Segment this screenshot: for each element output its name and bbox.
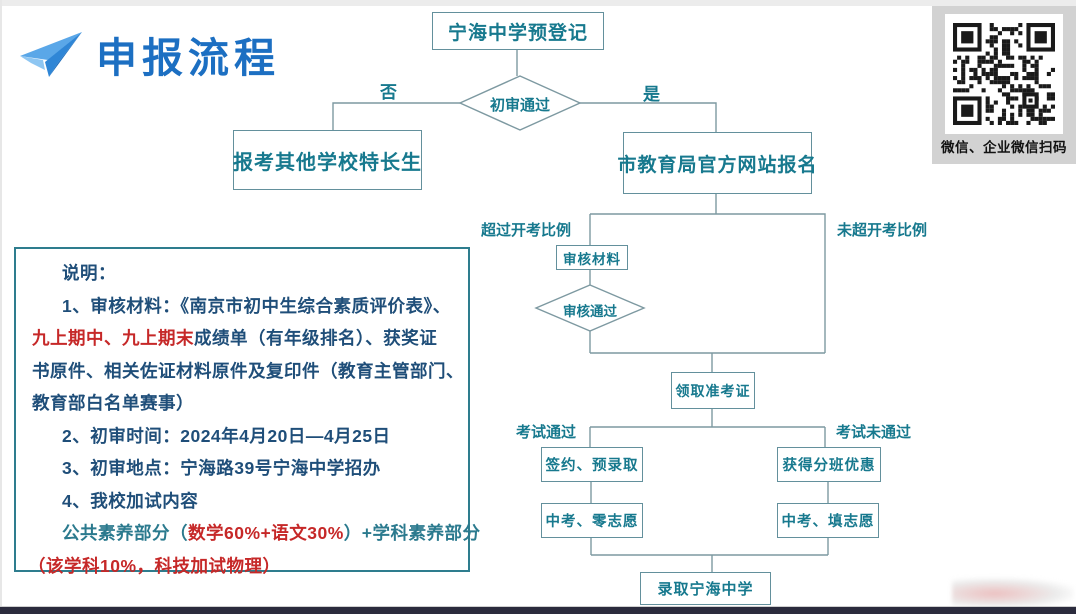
node-website-signup-label: 市教育局官方网站报名 xyxy=(617,154,818,176)
node-admitted-label: 录取宁海中学 xyxy=(657,581,754,598)
node-get-ticket: 领取准考证 xyxy=(671,372,755,409)
qr-panel: 微信、企业微信扫码 xyxy=(932,6,1076,164)
top-edge-strip xyxy=(0,0,1076,6)
left-edge-strip xyxy=(0,0,2,606)
node-review-materials: 审核材料 xyxy=(556,245,628,270)
decision-initial-review-label: 初审通过 xyxy=(489,97,550,114)
node-website-signup: 市教育局官方网站报名 xyxy=(618,132,817,194)
title-block: 申报流程 xyxy=(18,24,280,84)
branch-no-label: 否 xyxy=(380,83,397,102)
decision-review-pass-shape xyxy=(534,284,646,332)
node-get-ticket-label: 领取准考证 xyxy=(675,382,751,399)
node-preregister-label: 宁海中学预登记 xyxy=(447,22,588,44)
notes-text: （该学科10%，科技加试物理） xyxy=(28,555,281,576)
notes-text: 3、初审地点：宁海路39号宁海中学招办 xyxy=(62,458,381,478)
decision-initial-review-shape xyxy=(458,75,582,131)
notes-text: 数学60%+语文30% xyxy=(188,523,344,543)
notes-line: 3、初审地点：宁海路39号宁海中学招办 xyxy=(32,452,458,485)
decision-review-pass-label: 审核通过 xyxy=(563,304,617,319)
qr-code xyxy=(953,23,1055,125)
notes-text: 成绩单（有年级排名）、获奖证 xyxy=(194,328,438,348)
notes-line: 2、初审时间：2024年4月20日—4月25日 xyxy=(32,420,458,453)
notes-text: ）+学科素养部分 xyxy=(343,523,481,543)
node-other-school: 报考其他学校特长生 xyxy=(233,130,422,190)
notes-line: 1、审核材料：《南京市初中生综合素质评价表》、 xyxy=(32,290,458,323)
notes-line: 公共素养部分（数学60%+语文30%）+学科素养部分 xyxy=(32,517,480,550)
qr-caption: 微信、企业微信扫码 xyxy=(941,140,1067,155)
branch-exam-pass-label: 考试通过 xyxy=(516,424,577,441)
notes-line: 4、我校加试内容 xyxy=(32,485,458,518)
branch-exam-fail-label: 考试未通过 xyxy=(836,424,912,441)
node-class-bonus-label: 获得分班优惠 xyxy=(782,458,876,474)
qr-card xyxy=(945,14,1063,134)
node-preregister: 宁海中学预登记 xyxy=(432,12,604,50)
node-zhongkao-zero: 中考、零志愿 xyxy=(541,503,643,538)
notes-line: 教育部白名单赛事） xyxy=(32,387,458,420)
watermark-stamp xyxy=(952,578,1074,606)
notes-line: 书原件、相关佐证材料原件及复印件（教育主管部门、 xyxy=(32,355,464,388)
notes-text: 说明： xyxy=(62,263,116,283)
page-title: 申报流程 xyxy=(96,34,280,82)
node-sign-preadmit: 签约、预录取 xyxy=(541,447,643,482)
paper-plane-icon xyxy=(20,32,82,77)
notes-text: 九上期中、九上期末 xyxy=(32,328,194,348)
notes-text: 教育部白名单赛事） xyxy=(32,393,194,413)
node-zhongkao-fill: 中考、填志愿 xyxy=(777,503,879,538)
branch-yes-label: 是 xyxy=(643,85,660,104)
notes-text: 书原件、相关佐证材料原件及复印件（教育主管部门、 xyxy=(32,360,464,381)
notes-panel: 说明： 1、审核材料：《南京市初中生综合素质评价表》、 九上期中、九上期末成绩单… xyxy=(14,247,480,576)
notes-text: 公共素养部分（ xyxy=(62,523,188,543)
branch-over-ratio-label: 超过开考比例 xyxy=(481,222,572,239)
node-sign-preadmit-label: 签约、预录取 xyxy=(545,458,639,474)
notes-line: 说明： xyxy=(32,257,458,290)
bottom-edge-bar xyxy=(0,606,1076,614)
node-zhongkao-fill-label: 中考、填志愿 xyxy=(781,514,875,530)
node-class-bonus: 获得分班优惠 xyxy=(777,447,881,482)
branch-not-over-ratio-label: 未超开考比例 xyxy=(837,222,928,239)
notes-line: 九上期中、九上期末成绩单（有年级排名）、获奖证 xyxy=(32,322,458,355)
notes-text: 1、审核材料：《南京市初中生综合素质评价表》、 xyxy=(62,295,451,316)
node-review-materials-label: 审核材料 xyxy=(563,251,621,267)
notes-text: 4、我校加试内容 xyxy=(62,490,199,511)
notes-line: （该学科10%，科技加试物理） xyxy=(28,550,458,583)
notes-text: 2、初审时间：2024年4月20日—4月25日 xyxy=(62,425,391,446)
node-zhongkao-zero-label: 中考、零志愿 xyxy=(545,514,639,530)
node-admitted: 录取宁海中学 xyxy=(640,572,771,605)
node-other-school-label: 报考其他学校特长生 xyxy=(233,151,422,174)
